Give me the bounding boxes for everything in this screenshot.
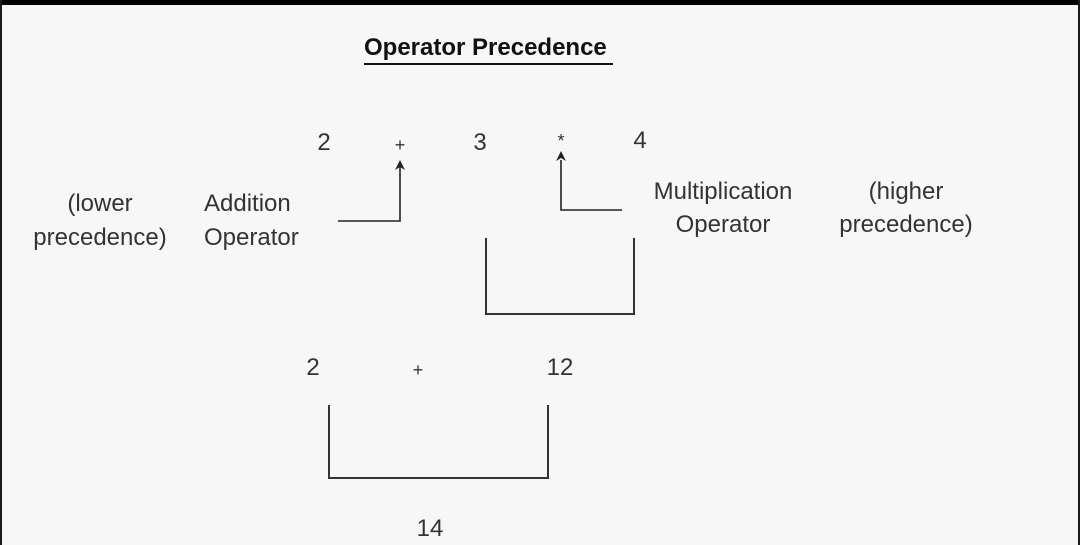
multiplication-bracket bbox=[485, 238, 635, 315]
plus-operator: + bbox=[394, 135, 406, 155]
higher-precedence-label-line1: (higher bbox=[868, 178, 944, 205]
step2-plus-operator: + bbox=[412, 360, 424, 380]
operand-3: 3 bbox=[473, 129, 487, 156]
addition-pointer-arrow bbox=[338, 162, 401, 222]
window-left-border bbox=[0, 0, 2, 545]
higher-precedence-label-line2: precedence) bbox=[839, 211, 973, 238]
result-value: 14 bbox=[416, 515, 444, 542]
step2-operand-2: 2 bbox=[306, 354, 320, 381]
lower-precedence-label-line1: (lower bbox=[67, 190, 133, 217]
window-top-border bbox=[0, 0, 1080, 5]
operand-2: 2 bbox=[317, 129, 331, 156]
step2-operand-12: 12 bbox=[546, 354, 574, 381]
multiplication-operator-label-line1: Multiplication bbox=[653, 178, 793, 205]
multiplication-operator-label-line2: Operator bbox=[675, 211, 771, 238]
operand-4: 4 bbox=[633, 127, 647, 154]
diagram-title: Operator Precedence bbox=[364, 34, 614, 65]
multiplication-arrowhead bbox=[556, 151, 566, 161]
addition-bracket bbox=[328, 405, 549, 479]
multiplication-pointer-arrow bbox=[560, 160, 622, 211]
addition-operator-label-line1: Addition bbox=[204, 190, 291, 217]
window-right-border bbox=[1078, 0, 1080, 545]
lower-precedence-label-line2: precedence) bbox=[33, 224, 167, 251]
multiply-operator: * bbox=[557, 131, 565, 151]
addition-operator-label-line2: Operator bbox=[204, 224, 299, 251]
addition-arrowhead bbox=[395, 160, 405, 170]
